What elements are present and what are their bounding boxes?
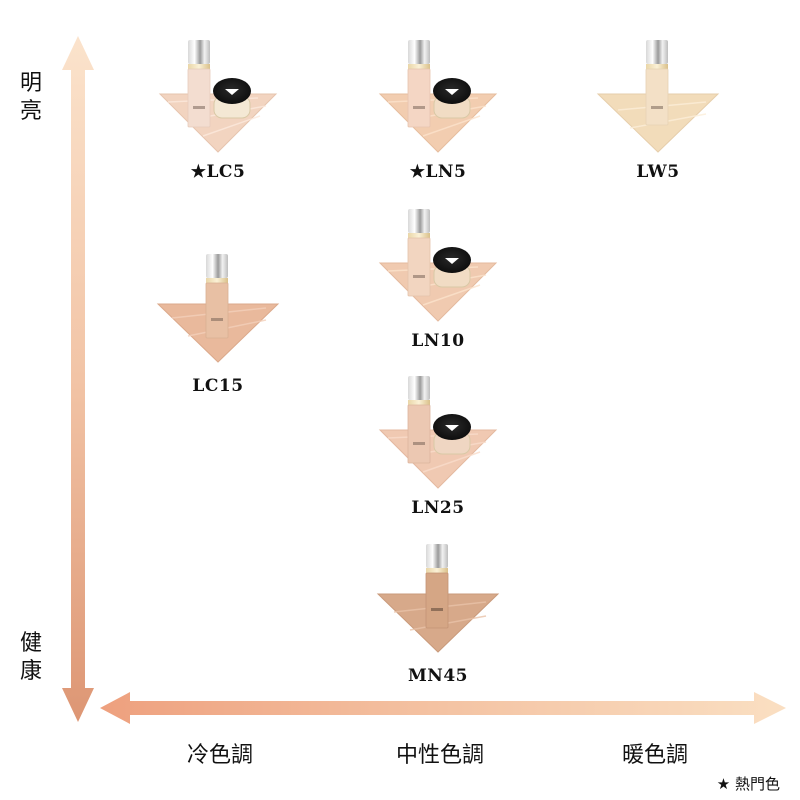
product-ln25: LN25	[368, 372, 508, 532]
legend-text: 熱門色	[734, 775, 780, 793]
powder-jar-icon	[433, 414, 471, 455]
product-mn45: MN45	[368, 540, 508, 700]
foundation-bottle-icon	[425, 544, 449, 629]
shade-label: LN10	[411, 331, 465, 351]
shade-label: LC15	[192, 376, 244, 396]
shade-label: MN45	[407, 666, 468, 686]
powder-jar-icon	[213, 78, 251, 119]
powder-jar-icon	[433, 247, 471, 288]
foundation-bottle-icon	[407, 376, 431, 464]
brightness-top-label: 明亮	[19, 71, 42, 124]
shade-label: LW5	[636, 162, 680, 182]
brightness-bottom-label: 健康	[19, 631, 42, 684]
foundation-bottle-icon	[645, 40, 669, 126]
shade-label: LN25	[411, 498, 465, 518]
foundation-bottle-icon	[407, 209, 431, 297]
powder-jar-icon	[433, 78, 471, 119]
tone-label-neutral: 中性色調	[395, 743, 484, 768]
product-ln10: LN10	[368, 205, 508, 365]
foundation-bottle-icon	[407, 40, 431, 128]
foundation-bottle-icon	[205, 254, 229, 339]
shade-label: ★LN5	[409, 162, 467, 182]
product-lc15: LC15	[148, 250, 288, 410]
product-ln5: ★LN5	[368, 36, 508, 196]
shade-label: ★LC5	[190, 162, 246, 182]
product-lc5: ★LC5	[148, 36, 288, 196]
product-lw5: LW5	[588, 36, 728, 196]
star-icon: ★	[716, 775, 731, 793]
legend: ★ 熱門色	[717, 773, 780, 794]
tone-label-cool: 冷色調	[186, 743, 253, 768]
horizontal-axis-arrow	[100, 692, 786, 724]
foundation-bottle-icon	[187, 40, 211, 128]
tone-label-warm: 暖色調	[621, 743, 688, 768]
vertical-axis-arrow	[62, 36, 94, 722]
